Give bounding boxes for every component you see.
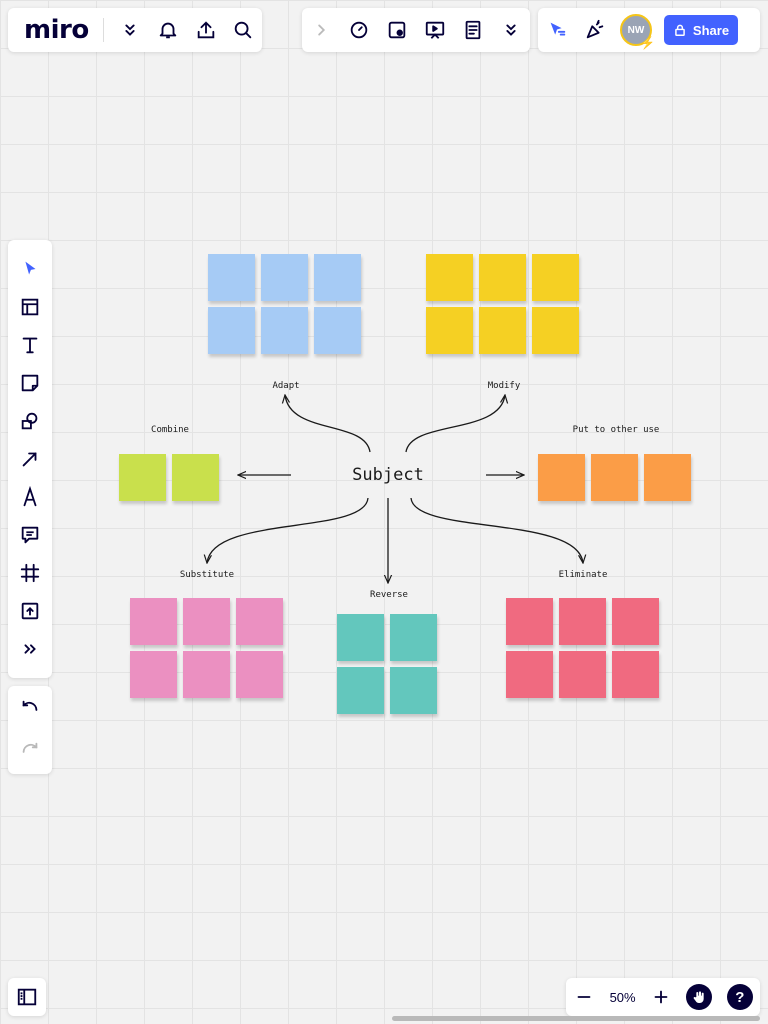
- more-tools-icon[interactable]: [11, 630, 49, 668]
- pen-icon[interactable]: [11, 478, 49, 516]
- sticky-note-reverse[interactable]: [337, 667, 384, 714]
- sticky-note-modify[interactable]: [532, 254, 579, 301]
- miro-logo[interactable]: miro: [24, 15, 89, 45]
- share-toolbar: NW ⚡ Share: [538, 8, 760, 52]
- chevron-double-down-icon[interactable]: [112, 11, 150, 49]
- avatar[interactable]: NW ⚡: [620, 14, 655, 50]
- sticky-note-eliminate[interactable]: [612, 651, 659, 698]
- sticky-note-substitute[interactable]: [130, 651, 177, 698]
- label-substitute[interactable]: Substitute: [179, 570, 235, 580]
- select-icon[interactable]: [11, 250, 49, 288]
- share-label: Share: [692, 22, 730, 38]
- zoom-level[interactable]: 50%: [609, 989, 636, 1005]
- sticky-note-reverse[interactable]: [337, 614, 384, 661]
- sticky-note-adapt[interactable]: [314, 254, 361, 301]
- redo-icon[interactable]: [11, 732, 49, 770]
- chevron-double-down-icon[interactable]: [492, 11, 530, 49]
- sticky-note-reverse[interactable]: [390, 614, 437, 661]
- sticky-note-adapt[interactable]: [208, 254, 255, 301]
- sticky-note-substitute[interactable]: [183, 598, 230, 645]
- collaboration-toolbar: [302, 8, 530, 52]
- arrow-to-modify: [405, 395, 505, 453]
- label-reverse[interactable]: Reverse: [370, 590, 408, 600]
- upload-board-icon[interactable]: [11, 592, 49, 630]
- arrow-to-adapt: [285, 395, 371, 453]
- sticky-note-eliminate[interactable]: [559, 598, 606, 645]
- sticky-note-icon[interactable]: [11, 364, 49, 402]
- timer-icon[interactable]: [340, 11, 378, 49]
- present-icon[interactable]: [416, 11, 454, 49]
- bell-icon[interactable]: [149, 11, 187, 49]
- sticky-note-eliminate[interactable]: [612, 598, 659, 645]
- sticky-note-reverse[interactable]: [390, 667, 437, 714]
- sticky-vote-icon[interactable]: [378, 11, 416, 49]
- zoom-in-button[interactable]: [650, 986, 672, 1008]
- sticky-note-adapt[interactable]: [314, 307, 361, 354]
- sticky-note-modify[interactable]: [532, 307, 579, 354]
- chevron-right-icon[interactable]: [302, 11, 340, 49]
- sticky-note-eliminate[interactable]: [506, 651, 553, 698]
- celebrate-icon[interactable]: [576, 11, 614, 49]
- sticky-note-substitute[interactable]: [183, 651, 230, 698]
- zoom-out-button[interactable]: [573, 986, 595, 1008]
- sticky-note-modify[interactable]: [426, 254, 473, 301]
- sticky-note-put-to-other-use[interactable]: [591, 454, 638, 501]
- undo-icon[interactable]: [11, 690, 49, 728]
- zoom-controls: 50% ?: [566, 978, 760, 1016]
- label-combine[interactable]: Combine: [151, 425, 189, 435]
- sticky-note-put-to-other-use[interactable]: [644, 454, 691, 501]
- sticky-note-substitute[interactable]: [236, 598, 283, 645]
- upload-icon[interactable]: [187, 11, 225, 49]
- avatar-initials: NW: [627, 24, 645, 36]
- templates-icon[interactable]: [11, 288, 49, 326]
- subject-label[interactable]: Subject: [352, 465, 424, 485]
- hand-tool-button[interactable]: [686, 984, 713, 1010]
- left-toolbar: [8, 240, 52, 678]
- undo-redo-panel: [8, 686, 52, 774]
- shapes-icon[interactable]: [11, 402, 49, 440]
- frame-icon[interactable]: [11, 554, 49, 592]
- label-eliminate[interactable]: Eliminate: [558, 570, 608, 580]
- sticky-note-put-to-other-use[interactable]: [538, 454, 585, 501]
- arrow-line-icon[interactable]: [11, 440, 49, 478]
- share-button[interactable]: Share: [664, 15, 738, 45]
- sticky-note-adapt[interactable]: [208, 307, 255, 354]
- sticky-note-modify[interactable]: [426, 307, 473, 354]
- help-button[interactable]: ?: [726, 984, 753, 1010]
- sticky-note-adapt[interactable]: [261, 254, 308, 301]
- arrow-to-eliminate: [410, 497, 583, 563]
- sticky-note-substitute[interactable]: [130, 598, 177, 645]
- toolbar-divider: [102, 18, 104, 42]
- sticky-note-modify[interactable]: [479, 307, 526, 354]
- sticky-note-substitute[interactable]: [236, 651, 283, 698]
- sticky-note-eliminate[interactable]: [506, 598, 553, 645]
- sidebar-panel-icon: [16, 986, 38, 1008]
- comment-icon[interactable]: [11, 516, 49, 554]
- board-panel-toggle[interactable]: [8, 978, 46, 1016]
- label-adapt[interactable]: Adapt: [272, 381, 300, 391]
- cursor-follow-icon[interactable]: [538, 11, 576, 49]
- label-put-to-other-use[interactable]: Put to other use: [572, 425, 660, 435]
- arrow-to-substitute: [207, 497, 369, 563]
- sticky-note-combine[interactable]: [119, 454, 166, 501]
- sticky-note-combine[interactable]: [172, 454, 219, 501]
- text-icon[interactable]: [11, 326, 49, 364]
- label-modify[interactable]: Modify: [487, 381, 521, 391]
- search-icon[interactable]: [224, 11, 262, 49]
- lightning-icon: ⚡: [640, 36, 655, 50]
- horizontal-scrollbar[interactable]: [392, 1016, 760, 1021]
- top-left-toolbar: miro: [8, 8, 262, 52]
- sticky-note-adapt[interactable]: [261, 307, 308, 354]
- notes-icon[interactable]: [454, 11, 492, 49]
- sticky-note-eliminate[interactable]: [559, 651, 606, 698]
- sticky-note-modify[interactable]: [479, 254, 526, 301]
